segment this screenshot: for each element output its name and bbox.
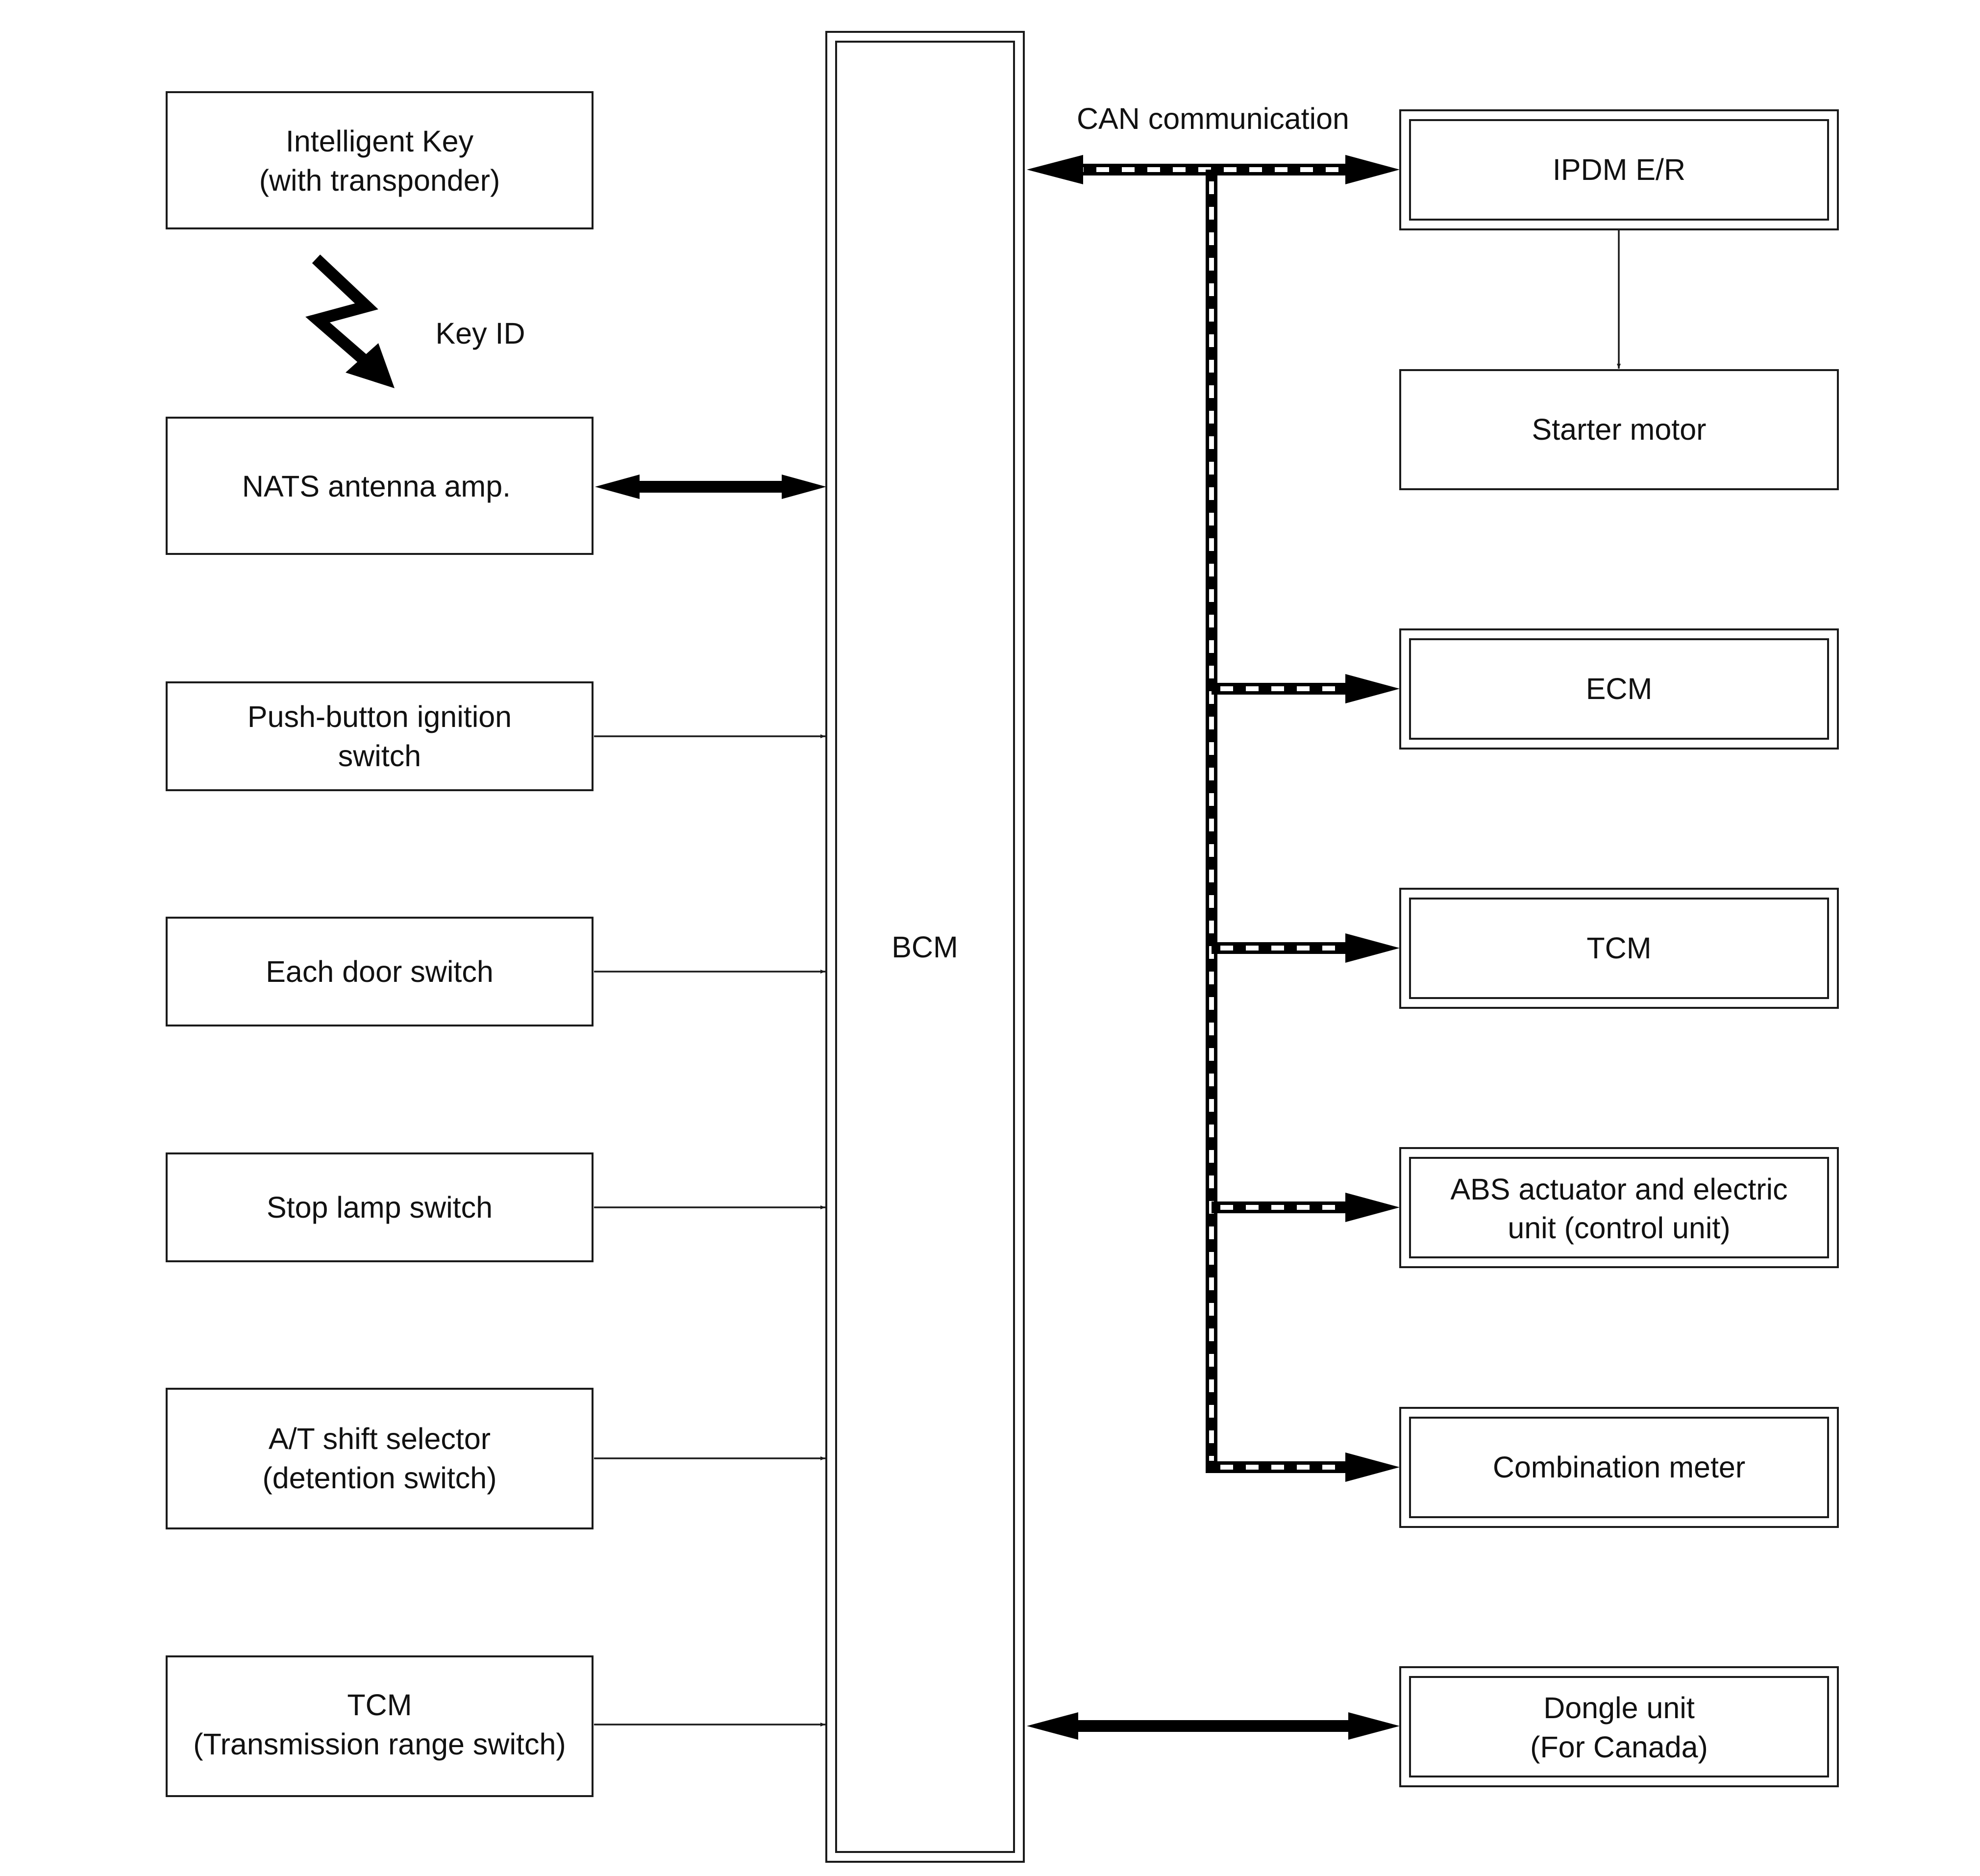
push-button-sublabel: switch bbox=[338, 739, 421, 773]
starter-motor-label: Starter motor bbox=[1532, 413, 1707, 446]
ipdm-er-box: IPDM E/R bbox=[1399, 109, 1839, 230]
at-shift-sublabel: (detention switch) bbox=[262, 1461, 496, 1495]
nats-antenna-box: NATS antenna amp. bbox=[166, 417, 594, 555]
nats-antenna-label: NATS antenna amp. bbox=[242, 470, 511, 503]
at-shift-selector-box: A/T shift selector (detention switch) bbox=[166, 1388, 594, 1529]
intelligent-key-sublabel: (with transponder) bbox=[259, 164, 500, 197]
door-switch-label: Each door switch bbox=[266, 955, 494, 988]
push-button-label: Push-button ignition bbox=[248, 700, 512, 733]
nats-bcm-link bbox=[595, 475, 826, 499]
ipdm-er-label: IPDM E/R bbox=[1553, 153, 1685, 186]
tcm-range-label: TCM bbox=[347, 1688, 412, 1722]
key-id-label: Key ID bbox=[435, 317, 525, 350]
combination-meter-label: Combination meter bbox=[1493, 1451, 1745, 1484]
intelligent-key-label: Intelligent Key bbox=[286, 125, 474, 158]
tcm-range-switch-box: TCM (Transmission range switch) bbox=[166, 1655, 594, 1797]
dongle-unit-label: Dongle unit bbox=[1543, 1691, 1695, 1725]
tcm-box: TCM bbox=[1399, 888, 1839, 1009]
ecm-label: ECM bbox=[1586, 672, 1653, 705]
bcm-box: BCM bbox=[825, 31, 1025, 1863]
at-shift-label: A/T shift selector bbox=[269, 1422, 491, 1455]
intelligent-key-box: Intelligent Key (with transponder) bbox=[166, 91, 594, 229]
abs-actuator-box: ABS actuator and electric unit (control … bbox=[1399, 1147, 1839, 1268]
tcm-label: TCM bbox=[1586, 931, 1651, 965]
wireless-signal-icon bbox=[305, 254, 395, 388]
bcm-label: BCM bbox=[891, 930, 958, 964]
tcm-range-sublabel: (Transmission range switch) bbox=[193, 1727, 566, 1761]
dongle-unit-sublabel: (For Canada) bbox=[1530, 1730, 1708, 1764]
abs-actuator-sublabel: unit (control unit) bbox=[1508, 1211, 1730, 1245]
ecm-box: ECM bbox=[1399, 628, 1839, 750]
abs-actuator-label: ABS actuator and electric bbox=[1450, 1173, 1787, 1206]
push-button-ignition-box: Push-button ignition switch bbox=[166, 681, 594, 791]
dongle-bcm-link bbox=[1027, 1712, 1400, 1740]
can-bus bbox=[1027, 155, 1400, 1482]
combination-meter-box: Combination meter bbox=[1399, 1407, 1839, 1528]
stop-lamp-label: Stop lamp switch bbox=[267, 1191, 493, 1224]
can-communication-label: CAN communication bbox=[1077, 102, 1349, 135]
dongle-unit-box: Dongle unit (For Canada) bbox=[1399, 1666, 1839, 1787]
starter-motor-box: Starter motor bbox=[1399, 369, 1839, 490]
door-switch-box: Each door switch bbox=[166, 917, 594, 1026]
stop-lamp-switch-box: Stop lamp switch bbox=[166, 1152, 594, 1262]
